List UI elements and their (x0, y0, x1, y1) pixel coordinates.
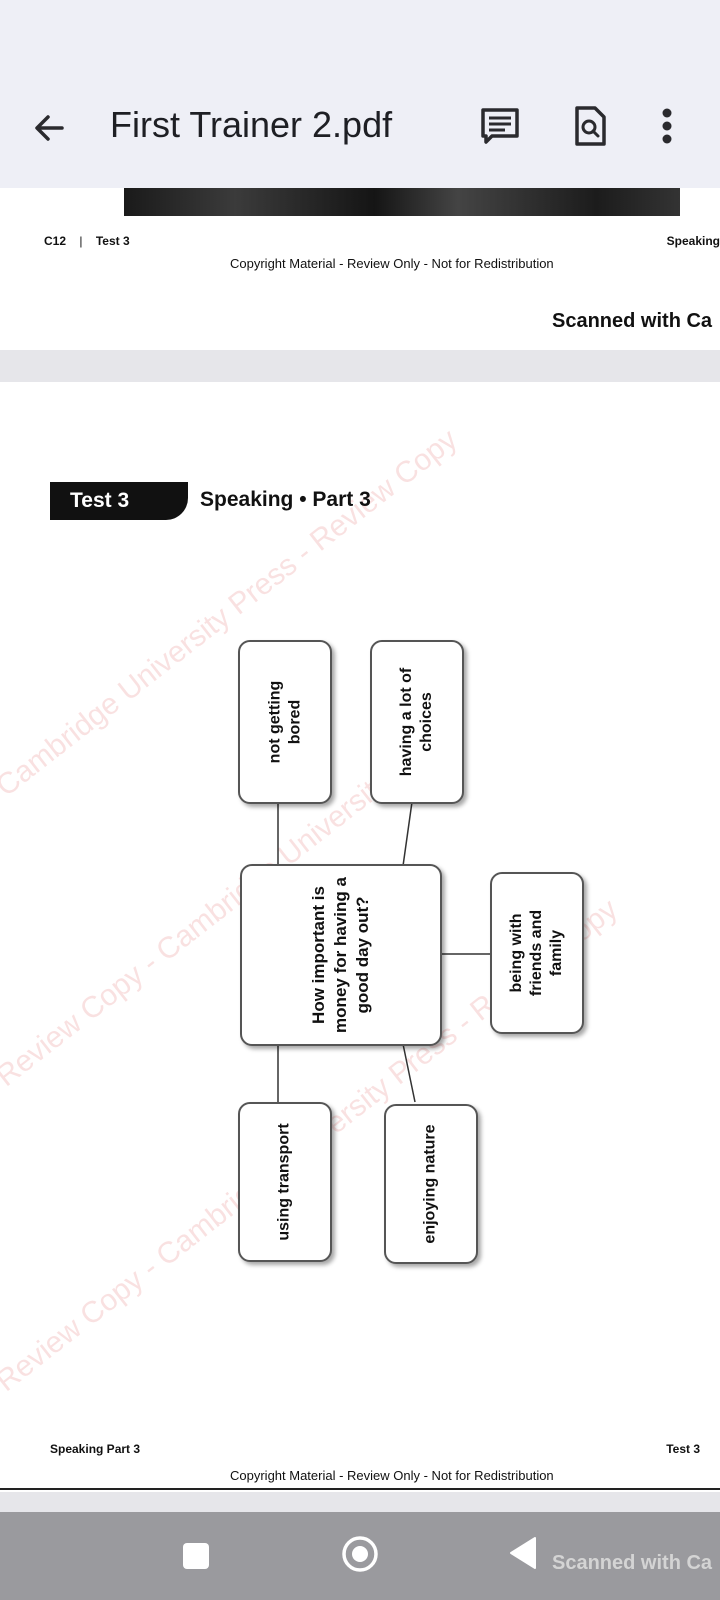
copyright-notice-bottom: Copyright Material - Review Only - Not f… (230, 1468, 554, 1483)
header-photo (124, 188, 680, 216)
mind-map-option-not-getting-bored: not getting bored (238, 640, 332, 804)
square-recents-icon (183, 1543, 209, 1569)
circle-home-icon (342, 1536, 378, 1572)
option-line: using transport (276, 1123, 293, 1241)
scanner-watermark-bottom: Scanned with Ca (552, 1552, 713, 1574)
more-options-button[interactable] (654, 104, 680, 148)
more-vert-icon (662, 108, 672, 144)
mind-map-center-prompt: How important is money for having a good… (240, 864, 442, 1046)
option-text: not getting bored (265, 681, 305, 764)
option-line: family (547, 929, 565, 977)
page-footer-left: Speaking Part 3 (50, 1442, 141, 1456)
page-header-left: C12 | Test 3 (44, 234, 130, 248)
home-button[interactable] (340, 1534, 380, 1579)
option-line: choices (418, 692, 436, 752)
option-line: not getting (265, 680, 283, 764)
prompt-line: good day out? (353, 896, 372, 1014)
prompt-line: How important is (309, 886, 328, 1024)
back-arrow-icon (35, 115, 64, 141)
mind-map-option-transport: using transport (238, 1102, 332, 1262)
back-button[interactable] (28, 108, 78, 148)
page-header-right: Speaking (666, 234, 720, 248)
mind-map-option-choices: having a lot of choices (370, 640, 464, 804)
option-line: having a lot of (398, 667, 416, 777)
recents-button[interactable] (182, 1542, 210, 1575)
triangle-back-icon (510, 1537, 536, 1569)
document-title: First Trainer 2.pdf (110, 104, 393, 145)
copyright-notice-top: Copyright Material - Review Only - Not f… (230, 256, 554, 271)
prompt-line: money for having a (331, 877, 350, 1033)
section-title: Speaking • Part 3 (200, 488, 371, 511)
option-text: using transport (275, 1123, 295, 1240)
option-line: bored (285, 699, 303, 745)
option-line: friends and (527, 909, 545, 997)
mind-map-option-nature: enjoying nature (384, 1104, 478, 1264)
center-prompt-text: How important is money for having a good… (308, 877, 374, 1033)
option-text: enjoying nature (421, 1124, 441, 1243)
option-line: enjoying nature (422, 1124, 439, 1244)
option-text: being with friends and family (507, 910, 567, 996)
page-divider (0, 1488, 720, 1490)
page-number: C12 (44, 234, 67, 248)
find-in-document-button[interactable] (568, 104, 612, 148)
system-nav-bar (0, 1512, 720, 1600)
pdf-page-previous: C12 | Test 3 Speaking Copyright Material… (0, 188, 720, 350)
page-footer-right: Test 3 (666, 1442, 700, 1456)
scanner-watermark-top: Scanned with Ca (552, 310, 713, 332)
test-tab-label: Test 3 (50, 482, 188, 520)
header-separator: | (79, 234, 83, 248)
mind-map-option-friends-family: being with friends and family (490, 872, 584, 1034)
pdf-page-current: Cambridge University Press - Review Copy… (0, 382, 720, 1492)
document-search-icon (575, 106, 606, 146)
option-line: being with (507, 913, 525, 993)
page-header-test: Test 3 (95, 234, 130, 248)
comment-icon (481, 108, 519, 144)
back-nav-button[interactable] (508, 1536, 538, 1575)
option-text: having a lot of choices (397, 668, 437, 776)
app-bar: First Trainer 2.pdf (0, 0, 720, 188)
mind-map-connectors (277, 801, 490, 1103)
comments-button[interactable] (478, 104, 522, 148)
